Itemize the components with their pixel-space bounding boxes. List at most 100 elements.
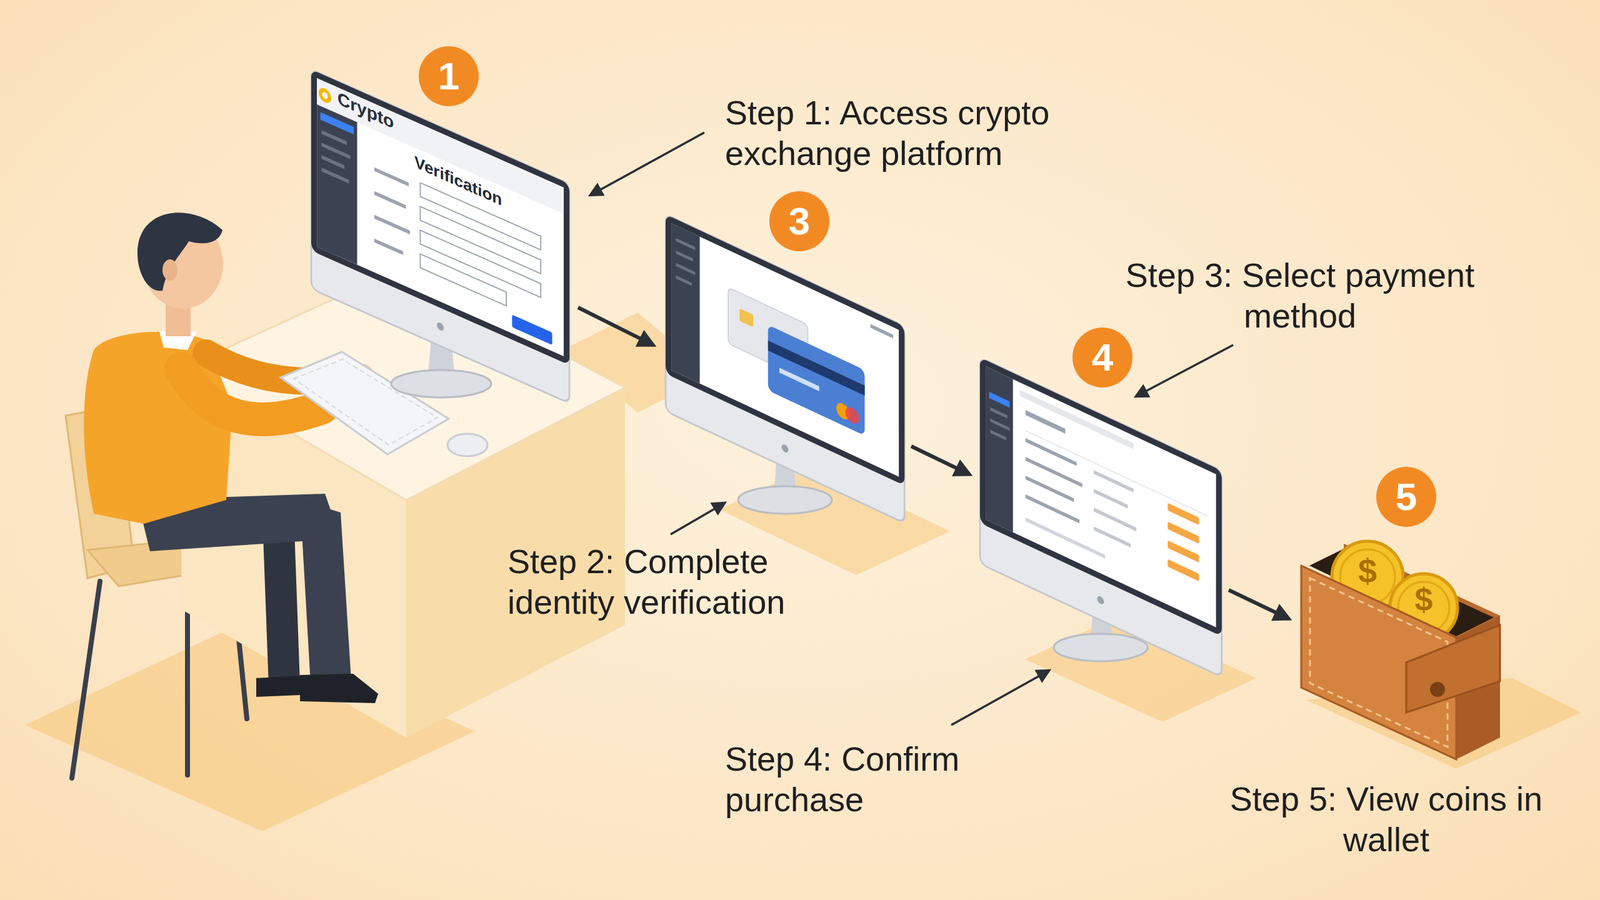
flow-arrow bbox=[578, 307, 654, 345]
confirm-monitor bbox=[990, 407, 1007, 419]
step-label: Step 4: Confirm purchase bbox=[725, 738, 1013, 820]
payment-monitor bbox=[665, 214, 905, 486]
chair bbox=[71, 581, 100, 779]
payment-monitor bbox=[671, 223, 700, 384]
confirm-monitor bbox=[1020, 390, 1134, 450]
screen-heading: Verification bbox=[414, 152, 502, 210]
flow-arrow bbox=[1228, 590, 1289, 619]
exchange-monitor bbox=[321, 91, 328, 100]
confirm-monitor bbox=[1167, 540, 1199, 563]
confirm-monitor bbox=[985, 366, 1014, 532]
exchange-monitor bbox=[420, 230, 541, 297]
payment-monitor bbox=[675, 250, 693, 262]
keyboard bbox=[447, 433, 488, 457]
exchange-monitor bbox=[321, 167, 350, 184]
exchange-monitor bbox=[318, 85, 332, 105]
payment-monitor bbox=[781, 443, 789, 454]
step-label: Step 3: Select payment method bbox=[1100, 255, 1500, 337]
callout-number: 4 bbox=[1091, 338, 1114, 377]
wallet bbox=[1406, 625, 1500, 713]
exchange-monitor bbox=[374, 238, 404, 255]
payment-monitor bbox=[845, 405, 860, 427]
currency-symbol: $ bbox=[1358, 552, 1377, 590]
step-number-badge: 3 bbox=[768, 190, 830, 252]
payment-monitor bbox=[675, 238, 695, 250]
exchange-monitor bbox=[374, 167, 409, 187]
exchange-monitor bbox=[311, 69, 570, 365]
step-label: Step 1: Access crypto exchange platform bbox=[725, 92, 1113, 174]
payment-monitor bbox=[739, 308, 754, 327]
exchange-monitor bbox=[311, 69, 570, 404]
wallet bbox=[1301, 541, 1500, 760]
leader-arrow bbox=[1136, 345, 1234, 397]
monitor-stand bbox=[738, 486, 832, 514]
exchange-monitor bbox=[420, 253, 507, 306]
badge-circle bbox=[1072, 327, 1133, 388]
confirm-monitor bbox=[990, 418, 1010, 431]
exchange-monitor bbox=[311, 69, 570, 404]
step-label: Step 2: Complete identity verification bbox=[507, 541, 845, 623]
confirm-monitor bbox=[1167, 521, 1199, 544]
confirm-monitor bbox=[1025, 494, 1080, 524]
wallet bbox=[1430, 681, 1445, 697]
confirm-monitor bbox=[1093, 507, 1137, 532]
payment-monitor bbox=[675, 275, 692, 287]
payment-monitor bbox=[665, 214, 905, 524]
flow-arrow bbox=[911, 446, 970, 475]
badge-circle bbox=[418, 46, 479, 107]
payment-monitor bbox=[779, 367, 820, 392]
payment-monitor bbox=[768, 325, 865, 436]
exchange-monitor bbox=[436, 321, 444, 332]
exchange-monitor bbox=[420, 206, 541, 274]
exchange-monitor bbox=[321, 142, 351, 159]
confirm-monitor bbox=[1167, 559, 1199, 582]
confirm-monitor bbox=[1025, 517, 1105, 559]
exchange-monitor bbox=[511, 314, 552, 345]
payment-monitor bbox=[768, 340, 865, 396]
exchange-monitor bbox=[316, 104, 357, 265]
confirm-monitor bbox=[985, 366, 1217, 628]
exchange-monitor bbox=[320, 112, 354, 135]
confirm-monitor bbox=[989, 391, 1010, 408]
confirm-monitor bbox=[980, 357, 1222, 677]
exchange-monitor bbox=[321, 130, 347, 145]
confirm-monitor bbox=[1025, 410, 1066, 434]
monitor-stand bbox=[1053, 633, 1148, 662]
keyboard bbox=[280, 351, 449, 455]
exchange-monitor bbox=[374, 215, 410, 235]
confirm-monitor bbox=[1167, 503, 1199, 525]
leader-arrow bbox=[590, 132, 705, 195]
badge-circle bbox=[1376, 466, 1437, 527]
step-number-badge: 4 bbox=[1071, 326, 1134, 389]
callout-number: 5 bbox=[1395, 477, 1417, 517]
payment-monitor bbox=[665, 214, 905, 524]
callout-number: 1 bbox=[438, 56, 460, 96]
leader-arrow bbox=[670, 503, 725, 535]
person bbox=[300, 673, 379, 704]
payment-monitor bbox=[870, 323, 894, 339]
person bbox=[137, 212, 223, 291]
step-label: Step 5: View coins in wallet bbox=[1217, 778, 1555, 860]
confirm-monitor bbox=[980, 357, 1222, 637]
confirm-monitor bbox=[1093, 526, 1131, 548]
payment-monitor bbox=[671, 223, 899, 477]
exchange-monitor bbox=[374, 191, 406, 209]
step-number-badge: 5 bbox=[1375, 466, 1437, 528]
badge-circle bbox=[769, 191, 830, 252]
currency-symbol: $ bbox=[1415, 581, 1434, 618]
confirm-monitor bbox=[1093, 488, 1129, 509]
person bbox=[300, 500, 352, 685]
confirm-monitor bbox=[1093, 470, 1134, 493]
keyboard bbox=[280, 351, 488, 457]
exchange-monitor bbox=[321, 155, 345, 169]
confirm-monitor bbox=[1096, 595, 1104, 606]
logo-text: Crypto bbox=[337, 88, 394, 134]
confirm-monitor bbox=[990, 430, 1006, 441]
callout-number: 3 bbox=[788, 201, 810, 241]
payment-monitor bbox=[675, 263, 695, 275]
person bbox=[162, 259, 178, 281]
confirm-monitor bbox=[980, 357, 1222, 677]
monitor-stand bbox=[391, 370, 492, 398]
confirm-monitor bbox=[1025, 430, 1208, 517]
